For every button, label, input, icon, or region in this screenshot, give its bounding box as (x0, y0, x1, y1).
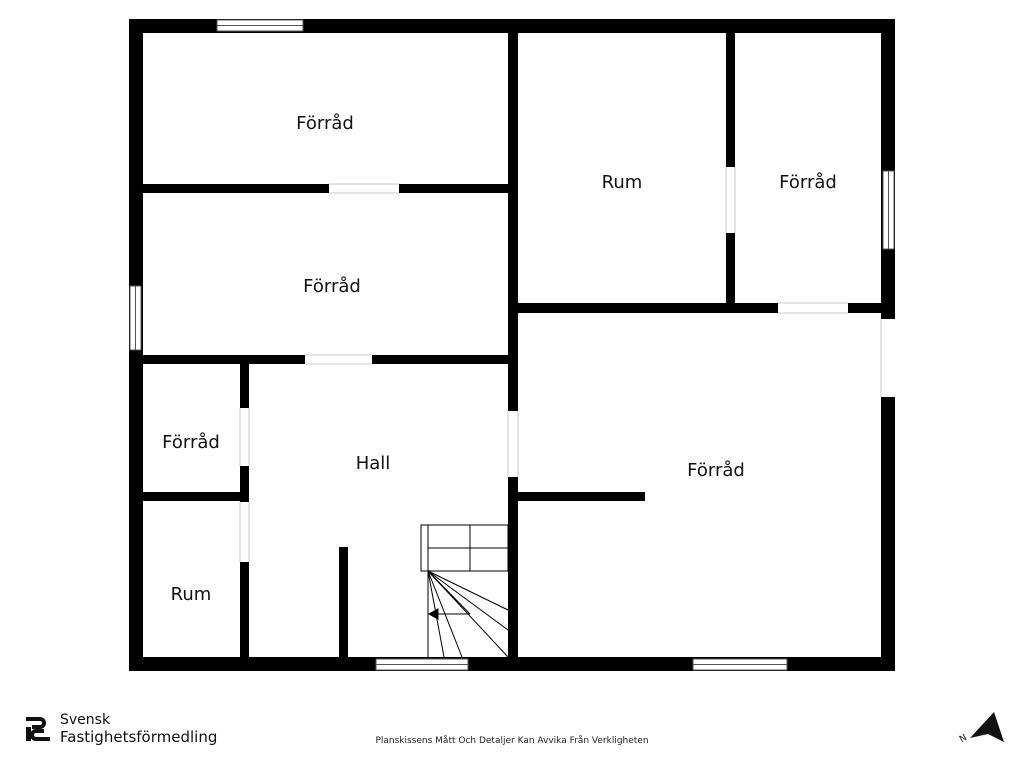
wall-hall-top-b (372, 355, 511, 364)
wall-rum-forrad-lower (726, 233, 735, 308)
room-label-room-bottom-left: Rum (171, 584, 212, 605)
disclaimer-text: Planskissens Mått Och Detaljer Kan Avvik… (375, 736, 649, 746)
room-label-storage-small-left: Förråd (162, 432, 220, 453)
wall-right-mid-a (508, 303, 778, 313)
brand-mark-icon (26, 717, 50, 741)
north-arrow-icon (970, 712, 1004, 742)
brand-line-2: Fastighetsförmedling (60, 728, 218, 746)
floor-plan: Förråd Förråd Rum Förråd Förråd Hall Rum… (129, 19, 895, 671)
walls (129, 19, 895, 671)
wall-small-left-v-lower (240, 562, 249, 671)
staircase (420, 524, 509, 658)
wall-small-left-v-upper (240, 364, 249, 408)
outer-wall-right-upper (881, 19, 895, 319)
wall-right-mid-b (848, 303, 895, 313)
wall-hall-top-a (143, 355, 305, 364)
wall-rum-forrad-upper (726, 19, 735, 167)
room-label-storage-mid-left: Förråd (303, 276, 361, 297)
wall-large-storage-stub (518, 492, 645, 501)
wall-small-left-v-mid (240, 466, 249, 502)
room-label-storage-top-left: Förråd (296, 113, 354, 134)
room-label-room-top-middle: Rum (602, 172, 643, 193)
wall-hall-stub (339, 547, 348, 671)
center-wall-upper (508, 19, 518, 411)
brand-logo: Svensk Fastighetsförmedling (22, 712, 217, 746)
room-label-storage-large-right: Förråd (687, 460, 745, 481)
brand-line-1: Svensk (60, 712, 111, 728)
door-openings (239, 167, 882, 562)
wall-storage-split-b (399, 184, 511, 193)
outer-wall-right-lower (881, 397, 895, 671)
wall-storage-split-a (143, 184, 329, 193)
disclaimer: Planskissens Mått Och Detaljer Kan Avvik… (0, 736, 1024, 746)
windows (129, 19, 895, 671)
room-label-hall: Hall (356, 453, 391, 474)
wall-small-left-h (143, 492, 249, 501)
brand-wordmark: Svensk Fastighetsförmedling (60, 712, 217, 746)
room-label-storage-top-right: Förråd (779, 172, 837, 193)
center-wall-lower (508, 477, 518, 671)
